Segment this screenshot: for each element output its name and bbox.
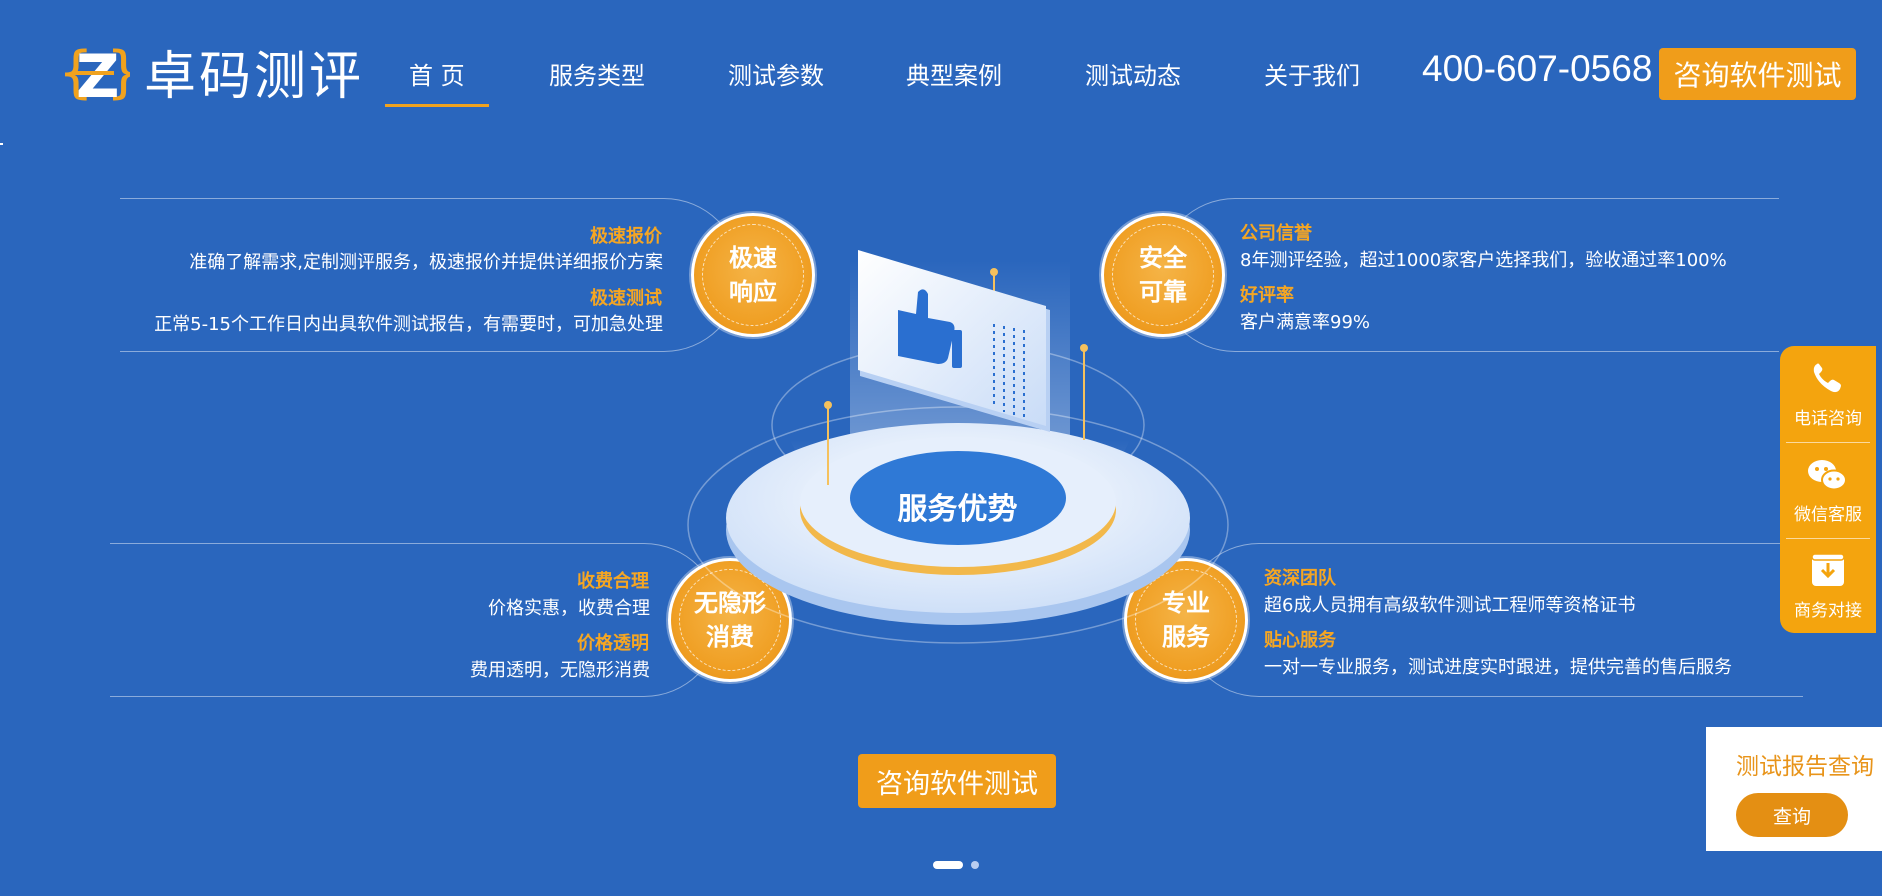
hotline-number[interactable]: 400-607-0568: [1422, 48, 1653, 89]
carousel-dot-active[interactable]: [933, 861, 963, 869]
float-divider: [1786, 538, 1870, 539]
feature-title: 好评率: [1240, 285, 1294, 306]
feature-desc: 价格实惠，收费合理: [488, 598, 650, 619]
edge-mark: [0, 143, 3, 145]
feature-desc: 正常5-15个工作日内出具软件测试报告，有需要时，可加急处理: [154, 314, 663, 335]
float-divider: [1786, 442, 1870, 443]
feature-title: 极速报价: [590, 226, 662, 247]
feature-desc: 准确了解需求,定制测评服务，极速报价并提供详细报价方案: [189, 252, 663, 273]
nav-item-home[interactable]: 首 页: [409, 62, 465, 90]
consult-button-header[interactable]: 咨询软件测试: [1659, 48, 1856, 100]
service-advantage-illustration: [687, 250, 1229, 644]
download-box-icon: [1811, 553, 1845, 586]
badge-ring: [702, 224, 804, 326]
nav-item-cases[interactable]: 典型案例: [906, 62, 1002, 90]
report-query-box: 测试报告查询 查询: [1706, 727, 1882, 851]
phone-icon: [1813, 363, 1841, 393]
feature-desc: 超6成人员拥有高级软件测试工程师等资格证书: [1264, 595, 1636, 616]
float-wechat-service[interactable]: 微信客服: [1780, 442, 1876, 538]
logo-mark: { } Z: [58, 37, 142, 112]
feature-title: 收费合理: [577, 571, 649, 592]
float-item-label: 微信客服: [1794, 505, 1862, 525]
feature-badge-safe-reliable: 安全 可靠: [1101, 213, 1225, 337]
badge-ring: [1112, 224, 1214, 326]
brand-logo[interactable]: { } Z 卓码测评: [58, 34, 365, 112]
float-business-contact[interactable]: 商务对接: [1780, 538, 1876, 633]
service-advantage-label: 服务优势: [897, 492, 1018, 527]
nav-active-underline: [385, 104, 489, 107]
feature-title: 价格透明: [577, 633, 649, 654]
feature-desc: 一对一专业服务，测试进度实时跟进，提供完善的售后服务: [1264, 657, 1732, 678]
svg-text:Z: Z: [76, 42, 120, 107]
feature-badge-no-hidden-fees: 无隐形 消费: [668, 558, 792, 682]
feature-title: 贴心服务: [1264, 630, 1336, 651]
feature-badge-fast-response: 极速 响应: [691, 213, 815, 337]
feature-title: 极速测试: [590, 288, 662, 309]
feature-desc: 费用透明，无隐形消费: [470, 660, 650, 681]
feature-title: 资深团队: [1264, 568, 1336, 589]
float-item-label: 电话咨询: [1794, 409, 1862, 429]
nav-item-services[interactable]: 服务类型: [549, 62, 645, 90]
feature-desc: 客户满意率99%: [1240, 312, 1371, 333]
report-query-title: 测试报告查询: [1736, 754, 1874, 780]
badge-ring: [1135, 569, 1237, 671]
nav-item-parameters[interactable]: 测试参数: [728, 62, 824, 90]
float-item-label: 商务对接: [1794, 601, 1862, 621]
wechat-icon: [1808, 460, 1847, 491]
feature-desc: 8年测评经验，超过1000家客户选择我们，验收通过率100%: [1240, 250, 1727, 271]
report-query-button[interactable]: 查询: [1736, 793, 1848, 837]
badge-ring: [679, 569, 781, 671]
feature-title: 公司信誉: [1240, 223, 1312, 244]
carousel-dot[interactable]: [971, 861, 979, 869]
brand-name: 卓码测评: [144, 47, 365, 107]
nav-item-about[interactable]: 关于我们: [1264, 62, 1360, 90]
float-phone-consult[interactable]: 电话咨询: [1780, 346, 1876, 442]
consult-button-center[interactable]: 咨询软件测试: [858, 754, 1056, 808]
nav-item-news[interactable]: 测试动态: [1085, 62, 1181, 90]
floating-contact-panel: 电话咨询 微信客服 商务对接: [1780, 346, 1876, 633]
carousel-indicators: [933, 861, 979, 869]
